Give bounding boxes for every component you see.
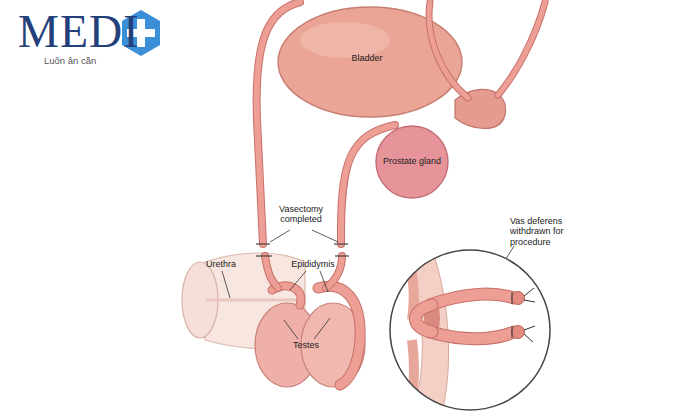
logo-slogan: Luôn ân cần	[44, 56, 96, 67]
prostate	[376, 126, 448, 198]
part-label: Urethra	[206, 259, 236, 269]
part-label: Prostate gland	[383, 156, 441, 166]
part-label: Vas deferens withdrawn for procedure	[510, 216, 592, 247]
testes	[255, 286, 365, 387]
part-label: Testes	[293, 340, 319, 350]
part-label: Bladder	[351, 53, 382, 63]
bladder	[278, 7, 462, 117]
part-label: Vasectomy completed	[265, 204, 337, 225]
vas-deferens	[257, 2, 545, 288]
logo-text: MEDI	[18, 6, 140, 59]
inset-view	[390, 240, 550, 420]
cut-marks	[256, 244, 349, 256]
part-label: Epididymis	[291, 259, 335, 269]
